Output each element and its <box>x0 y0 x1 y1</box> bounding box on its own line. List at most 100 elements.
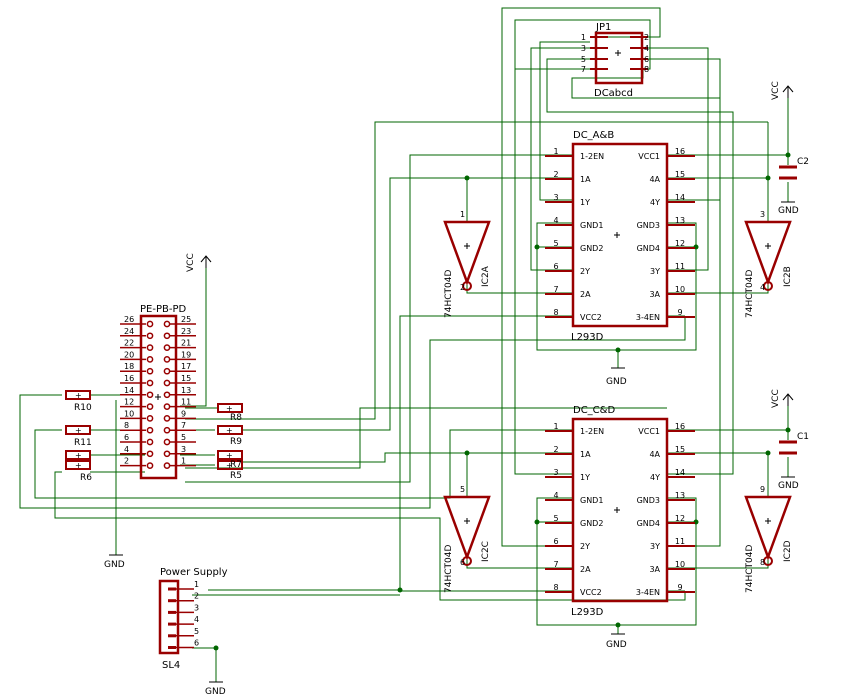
wire <box>466 557 573 569</box>
jp1-name: JP1 <box>595 22 611 33</box>
origin-cross-icon <box>765 243 771 249</box>
connector-pin-number: 3 <box>181 445 186 454</box>
connector-pin-pad <box>163 415 171 422</box>
chip-pin-label: 3Y <box>650 542 660 551</box>
connector-pin-number: 25 <box>181 315 191 324</box>
wire <box>243 452 573 463</box>
ic2d-pin-in: 9 <box>760 485 765 494</box>
chip-pin-label: 1A <box>580 450 591 459</box>
wire <box>192 647 217 682</box>
wire <box>54 471 686 601</box>
chip-pin-label: 1A <box>580 175 591 184</box>
connector-pin-number: 24 <box>124 327 134 336</box>
junction-dot <box>615 347 621 353</box>
connector-pin-pad <box>163 356 171 363</box>
connector-pin-number: 2 <box>124 457 129 466</box>
connector-pin-number: 21 <box>181 339 191 348</box>
capacitor-c1 <box>779 440 797 455</box>
chip-pin-number: 5 <box>553 239 558 248</box>
ic2b-pin-out: 4 <box>760 283 765 292</box>
junction-dot <box>785 427 791 433</box>
chip-pin-label: 4Y <box>650 198 660 207</box>
wire <box>185 121 768 420</box>
gnd-label: GND <box>778 481 799 491</box>
chip-pin-number: 12 <box>675 239 685 248</box>
chip-pin-number: 5 <box>553 514 558 523</box>
chip-pin-number: 15 <box>675 170 685 179</box>
connector-pin-number: 15 <box>181 374 191 383</box>
junction-dot <box>534 244 540 250</box>
wire <box>667 400 789 431</box>
chip-pin-number: 4 <box>553 491 558 500</box>
connector-pin-number: 10 <box>124 409 134 418</box>
connector-pin-number: 13 <box>181 386 191 395</box>
resistor-r9: + R9 <box>217 425 243 447</box>
chip-pin-label: 3A <box>649 565 660 574</box>
connector-pin-number: 17 <box>181 362 191 371</box>
jp1-pin-4: 4 <box>644 44 649 53</box>
vcc-label: VCC <box>771 81 781 100</box>
connector-pin-pad <box>146 415 154 422</box>
connector-pin-pad <box>163 426 171 434</box>
connector-pin-number: 18 <box>124 362 134 371</box>
origin-cross-icon <box>155 394 161 400</box>
junction-dot <box>785 152 791 158</box>
gnd-label: GND <box>104 560 125 570</box>
origin-cross-icon: + <box>226 461 233 470</box>
chip-pin-label: 3Y <box>650 267 660 276</box>
chip-pin-label: 2Y <box>580 542 590 551</box>
wire <box>514 68 590 475</box>
resistor-r7: + <box>217 450 243 460</box>
chip-pin-label: VCC2 <box>580 588 602 597</box>
vcc-arrow-icon <box>782 85 794 98</box>
chip-pin-label: 1Y <box>580 198 590 207</box>
power-supply-pin-number: 2 <box>194 592 199 601</box>
chip-pin-label: 1-2EN <box>580 152 604 161</box>
resistor-r8-label: R8 <box>230 413 242 423</box>
resistor-r7-label: R7 <box>230 460 242 470</box>
junction-dot <box>534 519 540 525</box>
power-supply-pin-number: 4 <box>194 615 199 624</box>
resistor-r10-label: R10 <box>74 403 92 413</box>
connector-pin-pad <box>146 379 154 387</box>
wire <box>19 316 686 509</box>
origin-cross-icon: + <box>75 461 82 470</box>
chip-pin-number: 3 <box>553 193 558 202</box>
chip-pin-number: 1 <box>553 422 558 431</box>
resistor-r11: + R11 <box>65 425 92 448</box>
resistor-r11-label: R11 <box>74 438 92 448</box>
connector-pin-pad <box>146 391 154 399</box>
connector-pin-number: 7 <box>181 421 186 430</box>
chip-pin-label: 1Y <box>580 473 590 482</box>
chip-pin-label: GND1 <box>580 496 603 505</box>
chip-pin-number: 2 <box>553 445 558 454</box>
chip-pin-label: 3A <box>649 290 660 299</box>
ic2b-pin-in: 3 <box>760 210 765 219</box>
ic2c-pin-in: 5 <box>460 485 465 494</box>
resistor-r6: + R6 <box>65 460 92 483</box>
connector-pin-pad <box>163 344 171 351</box>
chip-pin-number: 8 <box>553 308 558 317</box>
connector-pin-pad <box>163 438 171 446</box>
connector-pin-pad <box>146 367 154 375</box>
buffer-ic2a: 1 2 74HCT04D IC2A <box>443 210 491 318</box>
wire <box>185 407 667 469</box>
wire <box>546 58 734 475</box>
origin-cross-icon <box>614 507 620 513</box>
chip-pin-number: 13 <box>675 216 685 225</box>
connector-pin-number: 12 <box>124 398 134 407</box>
buffer-ic2d: 9 8 74HCT04D IC2D <box>744 485 793 593</box>
connector-pin-pad <box>146 450 154 458</box>
capacitor-c2-label: C2 <box>797 157 809 167</box>
chip-pin-label: VCC1 <box>638 152 660 161</box>
chip-pin-number: 14 <box>675 193 685 202</box>
buffer-ic2c: 5 6 74HCT04D IC2C <box>443 485 491 593</box>
chip-pin-label: 4A <box>649 450 660 459</box>
chip-pin-number: 11 <box>675 262 685 271</box>
origin-cross-icon: + <box>226 404 233 413</box>
junction-dot <box>765 450 771 456</box>
wire <box>501 7 661 547</box>
chip-cd-name: DC_C&D <box>573 405 615 416</box>
chip-pin-number: 9 <box>677 308 682 317</box>
resistor-r5: + R5 R7 <box>217 460 243 481</box>
